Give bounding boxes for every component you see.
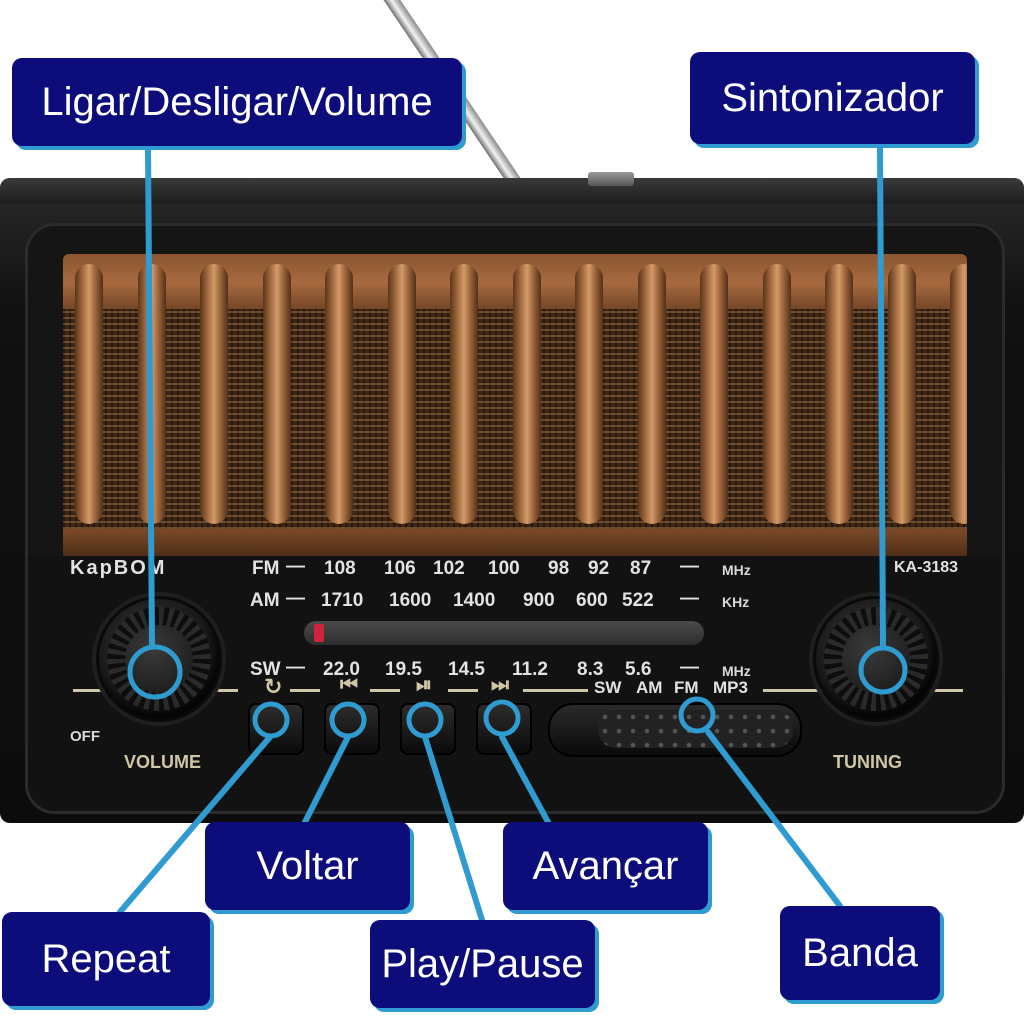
dial-dash: —: [680, 556, 699, 577]
dial-dash: —: [680, 657, 699, 678]
callout-tuner: Sintonizador: [690, 52, 975, 144]
band-option-sw: SW: [594, 678, 622, 697]
previous-button[interactable]: [324, 703, 380, 755]
grille-slat: [950, 264, 967, 524]
dial-dash: —: [286, 588, 305, 609]
dial-dash: —: [680, 588, 699, 609]
front-panel: KapBOM KA-3183 FM — 108 106 102 100 98 9…: [25, 223, 1005, 814]
sw-value: 19.5: [385, 659, 422, 680]
sw-band-label: SW: [250, 659, 281, 680]
radio-body: KapBOM KA-3183 FM — 108 106 102 100 98 9…: [0, 178, 1024, 823]
band-option-am: AM: [636, 678, 663, 697]
sw-value: 8.3: [577, 659, 604, 680]
tuning-knob[interactable]: [813, 596, 939, 722]
grille-slat: [762, 264, 791, 524]
grille-slat: [200, 264, 228, 524]
next-track-icon: ⏭: [491, 674, 509, 696]
callout-back: Voltar: [205, 822, 410, 910]
sw-unit: MHz: [722, 663, 751, 679]
grille-slat: [450, 264, 478, 524]
band-option-fm: FM: [674, 678, 699, 697]
gold-line: [448, 689, 478, 692]
volume-label: VOLUME: [124, 752, 202, 772]
sw-value: 22.0: [323, 659, 360, 680]
sw-value: 5.6: [625, 659, 652, 680]
speaker-grille: [63, 254, 967, 559]
gold-line: [523, 689, 588, 692]
grille-slat: [512, 264, 541, 524]
grille-slat: [575, 264, 603, 524]
brand-logo: KapBOM: [70, 557, 167, 579]
fm-value: 102: [433, 558, 465, 579]
grille-slat: [887, 264, 916, 524]
callout-band: Banda: [780, 906, 940, 1000]
dial-dash: —: [286, 657, 305, 678]
fm-value: 106: [384, 558, 416, 579]
callout-power-volume: Ligar/Desligar/Volume: [12, 58, 462, 146]
am-value: 600: [576, 590, 608, 611]
band-slider-thumb[interactable]: [598, 710, 793, 748]
fm-value: 108: [324, 558, 356, 579]
grille-slat: [825, 264, 853, 524]
callout-forward: Avançar: [503, 822, 708, 910]
tuning-label: TUNING: [833, 752, 902, 772]
am-value: 1400: [453, 590, 496, 611]
fm-band-label: FM: [252, 558, 280, 579]
previous-track-icon: ⏮: [340, 674, 358, 696]
am-value: 1710: [321, 590, 364, 611]
volume-knob-cap: [125, 625, 193, 693]
gold-line: [370, 689, 400, 692]
grille-slat: [262, 264, 291, 524]
sw-value: 14.5: [448, 659, 485, 680]
band-slider[interactable]: [548, 703, 802, 757]
callout-play-pause: Play/Pause: [370, 920, 595, 1008]
off-label: OFF: [70, 728, 100, 745]
tuning-needle: [314, 624, 324, 642]
am-band-label: AM: [250, 590, 280, 611]
play-pause-button[interactable]: [400, 703, 456, 755]
gold-line: [290, 689, 320, 692]
am-unit: KHz: [722, 594, 750, 610]
fm-value: 92: [588, 558, 610, 579]
am-value: 1600: [389, 590, 432, 611]
fm-value: 98: [548, 558, 570, 579]
play-pause-icon: ⏯: [416, 674, 432, 696]
grille-slat: [387, 264, 416, 524]
repeat-button[interactable]: [248, 703, 304, 755]
band-option-mp3: MP3: [713, 678, 748, 697]
am-value: 900: [523, 590, 555, 611]
model-number: KA-3183: [894, 559, 959, 576]
next-button[interactable]: [476, 703, 532, 755]
callout-repeat: Repeat: [2, 912, 210, 1006]
dial-dash: —: [286, 556, 305, 577]
radio-top-strip: [0, 178, 1024, 204]
grille-bottom-bar: [63, 529, 967, 559]
sw-value: 11.2: [512, 659, 548, 680]
volume-knob[interactable]: [96, 596, 222, 722]
grille-slat: [700, 264, 728, 524]
grille-slat: [75, 264, 103, 524]
fm-value: 87: [630, 558, 652, 579]
antenna-base: [588, 172, 634, 186]
fm-unit: MHz: [722, 562, 751, 578]
repeat-icon: ↻: [264, 674, 283, 699]
tuning-knob-cap: [842, 625, 910, 693]
am-value: 522: [622, 590, 654, 611]
tuning-window: [304, 621, 704, 645]
grille-slat: [325, 264, 353, 524]
fm-value: 100: [488, 558, 520, 579]
dial-area: KapBOM KA-3183 FM — 108 106 102 100 98 9…: [28, 556, 1002, 811]
grille-slat: [137, 264, 166, 524]
grille-slat: [637, 264, 666, 524]
